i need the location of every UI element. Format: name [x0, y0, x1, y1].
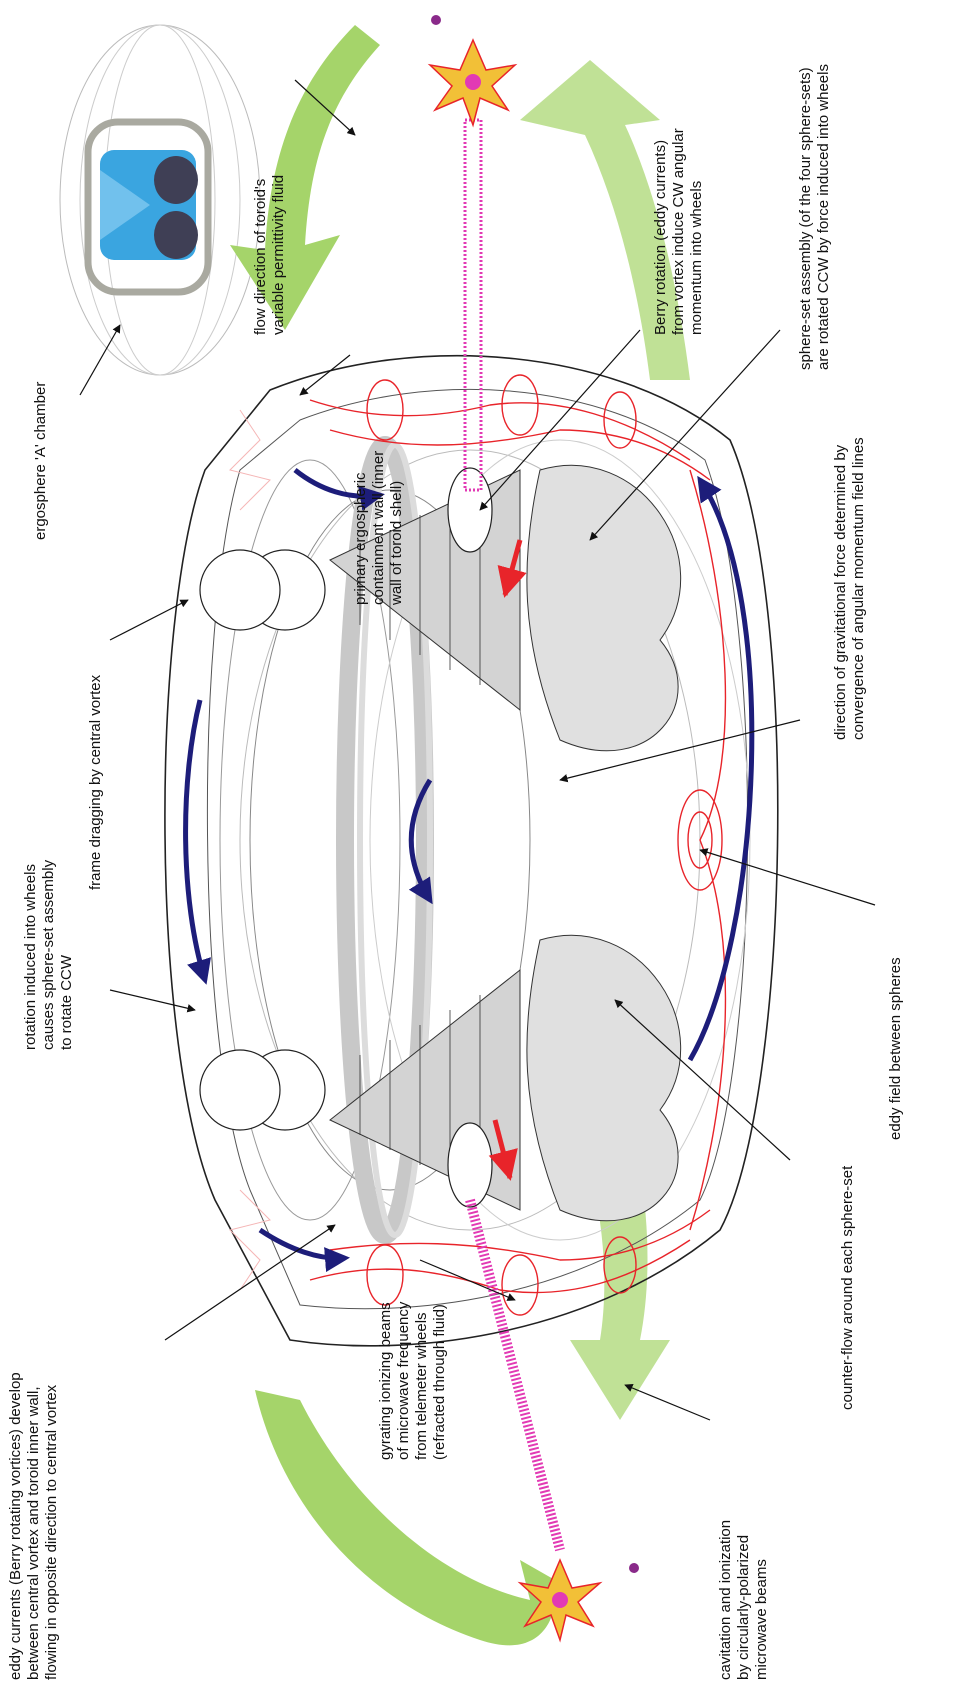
- label-sphere-set: sphere-set assembly (of the four sphere-…: [797, 64, 832, 370]
- leader-lines: [79, 79, 876, 1421]
- beam-coil-icon: [465, 1198, 565, 1552]
- faded-burst-marks: [229, 409, 271, 1291]
- svg-text:flow direction of toroid's: flow direction of toroid's: [252, 179, 269, 335]
- svg-text:momentum into wheels: momentum into wheels: [688, 181, 705, 335]
- fluid-flow-arrows: [230, 25, 690, 1646]
- svg-text:to rotate CCW: to rotate CCW: [58, 954, 75, 1050]
- svg-text:from vortex induce CW angular: from vortex induce CW angular: [670, 128, 687, 335]
- beam-coil-icon: [463, 118, 483, 492]
- red-rotation-arrow-top: [497, 539, 527, 598]
- annotations: ergosphere 'A' chamber frame dragging by…: [7, 64, 904, 1680]
- svg-text:gyrating ionizing beams: gyrating ionizing beams: [377, 1302, 394, 1460]
- svg-text:cavitation and ionization: cavitation and ionization: [717, 1520, 734, 1680]
- svg-text:rotation induced into wheels: rotation induced into wheels: [22, 864, 39, 1050]
- green-flow-arrow-bottom-right: [570, 1170, 670, 1420]
- svg-text:Berry rotation (eddy currents): Berry rotation (eddy currents): [652, 140, 669, 335]
- red-rotation-arrow-bottom: [488, 1119, 518, 1181]
- svg-text:flowing in opposite direction: flowing in opposite direction to central…: [43, 1384, 60, 1680]
- svg-text:of microwave frequency: of microwave frequency: [395, 1301, 412, 1460]
- svg-text:by circularly-polarized: by circularly-polarized: [735, 1535, 752, 1680]
- svg-text:from telemeter wheels: from telemeter wheels: [413, 1312, 430, 1460]
- label-eddy-currents: eddy currents (Berry rotating vortices) …: [7, 1372, 60, 1680]
- svg-text:direction of gravitational for: direction of gravitational force determi…: [832, 444, 849, 740]
- svg-text:microwave beams: microwave beams: [753, 1559, 770, 1680]
- svg-text:frame dragging by central vort: frame dragging by central vortex: [87, 674, 104, 890]
- label-primary-wall: primary ergospheric containment wall (in…: [352, 451, 405, 606]
- svg-text:between central vortex and tor: between central vortex and toroid inner …: [25, 1387, 42, 1681]
- toroid-chamber: [164, 354, 779, 1347]
- rotation-arrows: [183, 468, 755, 1273]
- svg-text:containment wall (inner: containment wall (inner: [370, 451, 387, 605]
- svg-text:eddy currents (Berry rotating: eddy currents (Berry rotating vortices) …: [7, 1372, 24, 1680]
- label-ergosphere: ergosphere 'A' chamber: [32, 382, 49, 540]
- label-gyrating: gyrating ionizing beams of microwave fre…: [377, 1301, 448, 1460]
- svg-text:convergence of angular momentu: convergence of angular momentum field li…: [850, 437, 867, 740]
- green-flow-arrow-top-right: [520, 60, 690, 380]
- label-rotation-induced: rotation induced into wheels causes sphe…: [22, 859, 75, 1050]
- svg-text:sphere-set assembly (of the fo: sphere-set assembly (of the four sphere-…: [797, 67, 814, 370]
- label-counter-flow: counter-flow around each sphere-set: [839, 1165, 856, 1410]
- ergosphere-inset: [59, 24, 261, 376]
- label-eddy-field: eddy field between spheres: [887, 957, 904, 1140]
- eddy-current-loops: [309, 374, 727, 1316]
- svg-text:causes sphere-set assembly: causes sphere-set assembly: [40, 859, 57, 1050]
- microwave-beams: [427, 15, 639, 1643]
- svg-text:wall of toroid shell): wall of toroid shell): [388, 481, 405, 606]
- label-frame-dragging: frame dragging by central vortex: [87, 674, 104, 890]
- green-flow-arrow-top-left: [230, 25, 380, 330]
- svg-text:are rotated CCW by force induc: are rotated CCW by force induced into wh…: [815, 64, 832, 370]
- svg-text:counter-flow around each spher: counter-flow around each sphere-set: [839, 1165, 856, 1410]
- label-flow-direction: flow direction of toroid's variable perm…: [252, 175, 287, 335]
- label-cavitation: cavitation and ionization by circularly-…: [717, 1520, 770, 1680]
- green-flow-arrow-bottom-left: [255, 1390, 556, 1646]
- label-gravitational: direction of gravitational force determi…: [832, 437, 867, 740]
- svg-text:(refracted through fluid): (refracted through fluid): [431, 1304, 448, 1460]
- svg-text:eddy field between spheres: eddy field between spheres: [887, 957, 904, 1140]
- label-berry-rotation: Berry rotation (eddy currents) from vort…: [652, 128, 705, 335]
- svg-text:primary ergospheric: primary ergospheric: [352, 472, 369, 605]
- svg-text:variable permittivity fluid: variable permittivity fluid: [270, 175, 287, 335]
